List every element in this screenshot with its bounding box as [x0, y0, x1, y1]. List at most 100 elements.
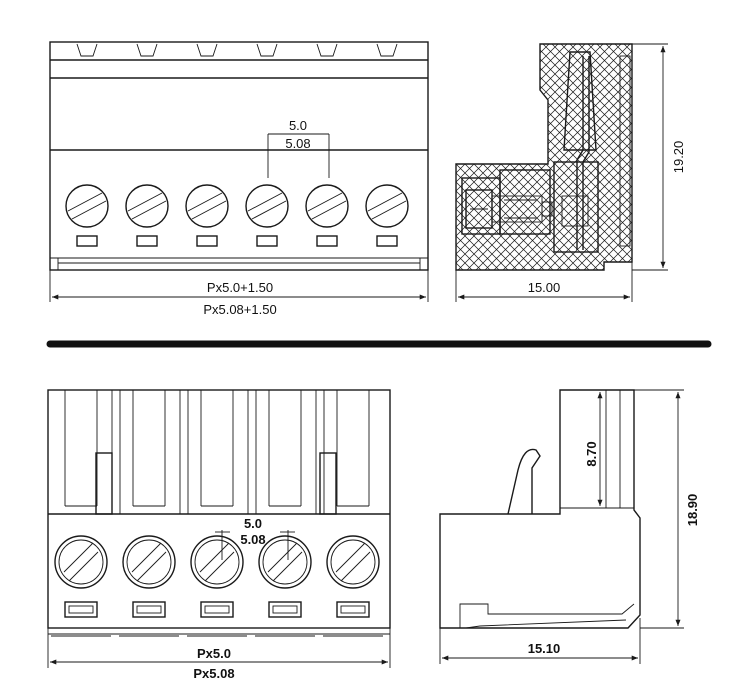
bottom-screw-slot-line	[204, 551, 235, 582]
top-depth-label: 15.00	[528, 280, 561, 295]
hatch-line	[456, 44, 460, 270]
hatch-line	[456, 44, 523, 270]
hatch-line	[456, 44, 568, 270]
hatch-line	[156, 44, 396, 284]
hatch-line	[524, 44, 632, 270]
bottom-width-label-1: Px5.0	[197, 646, 231, 661]
hatch-line	[678, 44, 744, 284]
hatch-line	[456, 44, 469, 270]
top-screw-slot-line	[251, 200, 287, 220]
hatch-line	[456, 44, 460, 270]
bottom-screw-inner	[58, 539, 104, 585]
bottom-pin-post	[319, 452, 337, 515]
hatch-line	[569, 44, 632, 270]
bottom-wire-window	[200, 601, 234, 618]
bottom-screw-slot-line	[199, 542, 230, 573]
bottom-screw-slot-line	[68, 551, 99, 582]
hatch-line	[587, 44, 632, 270]
hatch-line	[551, 44, 632, 270]
hatch-line	[456, 44, 514, 270]
hatch-line	[456, 44, 487, 270]
bottom-wire-window-inner	[136, 605, 162, 614]
bottom-wire-window	[268, 601, 302, 618]
top-screw-slot-line	[307, 192, 343, 212]
bottom-screw	[326, 535, 380, 589]
hatch-line	[578, 44, 632, 270]
top-screw	[65, 184, 109, 228]
hatch-line	[210, 44, 450, 284]
bottom-screw	[258, 535, 312, 589]
hatch-line	[456, 44, 632, 270]
top-screw	[365, 184, 409, 228]
bottom-front-view: 5.0 5.08 Px5.0 Px5.08	[47, 389, 391, 681]
hatch-line	[192, 44, 432, 284]
hatch-line	[156, 44, 396, 284]
bottom-screw-slot-line	[267, 542, 298, 573]
hatch-line	[705, 44, 744, 284]
hatch-line	[533, 44, 632, 270]
bottom-screw	[54, 535, 108, 589]
hatch-line	[165, 44, 405, 284]
hatch-line	[165, 44, 405, 284]
bottom-screw	[190, 535, 244, 589]
hatch-line	[732, 44, 744, 284]
hatch-line	[183, 44, 423, 284]
hatch-line	[506, 44, 632, 270]
bottom-wire-window-inner	[68, 605, 94, 614]
bottom-screw-slot-line	[340, 551, 371, 582]
hatch-line	[479, 44, 632, 270]
bottom-screw-inner	[126, 539, 172, 585]
hatch-line	[456, 44, 478, 270]
top-screw	[125, 184, 169, 228]
top-wire-window	[316, 235, 338, 247]
hatch-line	[201, 44, 441, 284]
hatch-line	[533, 44, 632, 270]
hatch-line	[201, 44, 441, 284]
top-front-view: 5.0 5.08 Px5.0+1.50 Px5.08+1.50	[49, 41, 429, 317]
hatch-line	[687, 44, 744, 284]
hatch-line	[578, 44, 632, 270]
hatch-line	[210, 44, 450, 284]
bottom-pitch-label-1: 5.0	[244, 516, 262, 531]
hatch-line	[456, 44, 487, 270]
hatch-line	[461, 44, 632, 270]
bottom-screw-slot-line	[136, 551, 167, 582]
bottom-height-label: 18.90	[685, 494, 700, 527]
hatch-line	[651, 44, 744, 284]
hatch-line	[560, 44, 632, 270]
top-pitch-label-2: 5.08	[285, 136, 310, 151]
bottom-wire-window	[336, 601, 370, 618]
top-screw-slot-line	[311, 200, 347, 220]
bottom-screw-slot-line	[335, 542, 366, 573]
bottom-screw-inner	[262, 539, 308, 585]
bottom-wire-window-inner	[340, 605, 366, 614]
hatch-line	[642, 44, 744, 284]
top-notch	[316, 43, 338, 57]
hatch-line	[174, 44, 414, 284]
hatch-line	[705, 44, 744, 284]
hatch-line	[714, 44, 744, 284]
hatch-line	[714, 44, 744, 284]
bottom-wire-window	[64, 601, 98, 618]
top-screw-slot-line	[71, 200, 107, 220]
top-wire-window	[76, 235, 98, 247]
top-wire-window	[196, 235, 218, 247]
hatch-line	[456, 44, 577, 270]
hatch-line	[569, 44, 632, 270]
top-screw-slot-line	[367, 192, 403, 212]
hatch-line	[723, 44, 744, 284]
top-notch	[196, 43, 218, 57]
bottom-screws	[51, 535, 383, 637]
hatch-line	[488, 44, 632, 270]
hatch-line	[515, 44, 632, 270]
hatch-line	[651, 44, 744, 284]
bottom-pin-post	[95, 452, 113, 515]
hatch-line	[456, 44, 532, 270]
bottom-wire-window-inner	[204, 605, 230, 614]
top-screw-slot-line	[127, 192, 163, 212]
hatch-line	[560, 44, 632, 270]
top-screw	[305, 184, 349, 228]
top-screw-slot-line	[371, 200, 407, 220]
top-screw-slot-line	[247, 192, 283, 212]
